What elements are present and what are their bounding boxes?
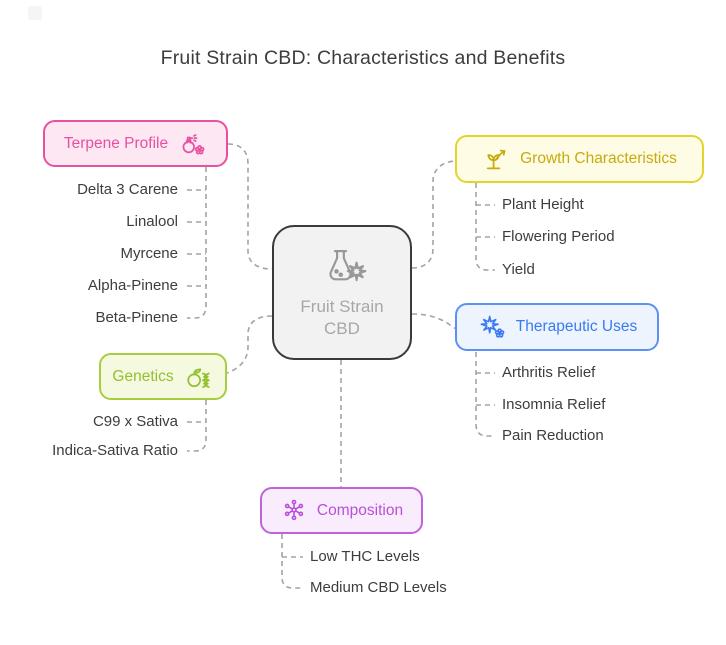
edge-composition-items <box>281 534 303 589</box>
central-label-line-2: CBD <box>324 319 360 338</box>
branch-node-genetics[interactable]: Genetics <box>99 353 227 400</box>
branch-item[interactable]: Medium CBD Levels <box>310 579 447 596</box>
branch-item[interactable]: Myrcene <box>120 245 178 262</box>
edge-genetics-items <box>187 400 207 452</box>
perfume-spray-flower-icon <box>177 130 207 158</box>
branch-item[interactable]: Linalool <box>126 213 178 230</box>
central-label-line-1: Fruit Strain <box>300 296 384 316</box>
branch-label: Growth Characteristics <box>520 150 677 167</box>
branch-item[interactable]: Yield <box>502 261 535 278</box>
branch-item[interactable]: Alpha-Pinene <box>87 277 178 294</box>
edge-center-terpene <box>227 143 273 270</box>
branch-item[interactable]: Low THC Levels <box>310 548 420 565</box>
central-node-label: Fruit Strain CBD <box>300 296 383 340</box>
branch-item[interactable]: Delta 3 Carene <box>77 181 178 198</box>
branch-item[interactable]: Indica-Sativa Ratio <box>52 442 178 459</box>
apple-dna-icon <box>183 363 214 391</box>
branch-item[interactable]: C99 x Sativa <box>92 413 178 430</box>
branch-label: Terpene Profile <box>63 134 169 152</box>
branch-node-therapeutic-uses[interactable]: Therapeutic Uses <box>455 303 659 351</box>
branch-label: Therapeutic Uses <box>515 318 638 335</box>
branch-node-growth-characteristics[interactable]: Growth Characteristics <box>455 135 704 183</box>
plant-growth-arrow-icon <box>482 145 511 173</box>
molecule-icon <box>280 497 308 524</box>
branch-node-composition[interactable]: Composition <box>260 487 423 534</box>
edge-center-growth <box>411 160 456 269</box>
central-node[interactable]: Fruit Strain CBD <box>272 225 412 360</box>
branch-item[interactable]: Arthritis Relief <box>502 364 596 381</box>
branch-item[interactable]: Beta-Pinene <box>95 309 178 326</box>
edge-growth-items <box>475 183 495 271</box>
decorative-square <box>28 6 42 20</box>
diagram-title: Fruit Strain CBD: Characteristics and Be… <box>160 47 566 69</box>
branch-node-terpene-profile[interactable]: Terpene Profile <box>43 120 228 167</box>
edge-terpene-items <box>187 167 207 319</box>
edge-therapeutic-items <box>475 352 495 437</box>
edge-center-therapeutic <box>411 313 457 330</box>
branch-item[interactable]: Plant Height <box>502 196 584 213</box>
cannabis-leaf-flower-icon <box>477 313 507 341</box>
edge-center-genetics <box>226 315 273 374</box>
flask-cannabis-icon <box>314 245 370 291</box>
branch-label: Genetics <box>112 367 174 385</box>
branch-item[interactable]: Pain Reduction <box>502 427 604 444</box>
branch-item[interactable]: Flowering Period <box>502 228 615 245</box>
branch-label: Composition <box>316 501 404 519</box>
branch-item[interactable]: Insomnia Relief <box>502 396 606 413</box>
